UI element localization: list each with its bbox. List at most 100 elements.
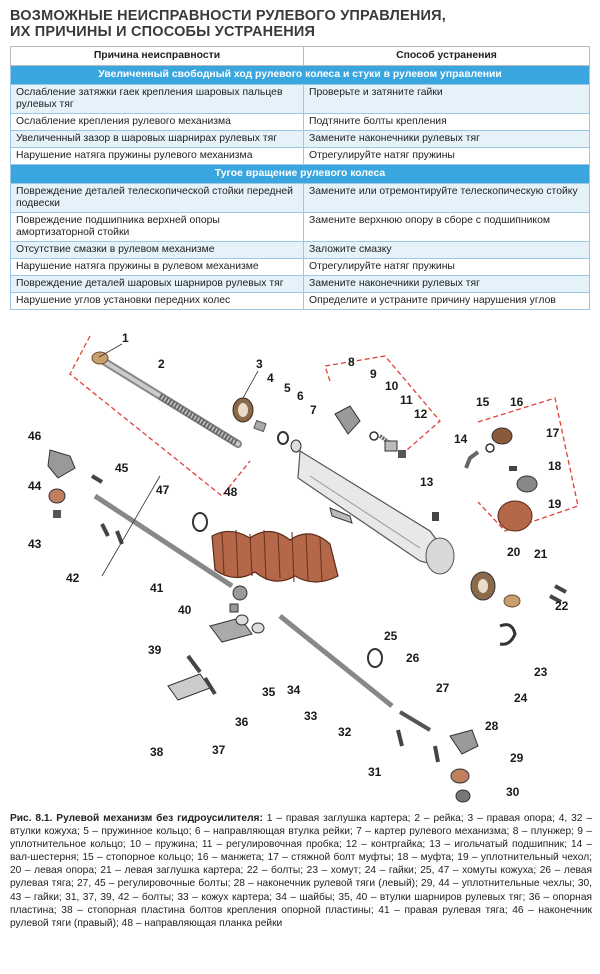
rack-bushing — [290, 439, 302, 453]
gear-housing — [297, 449, 455, 575]
plunger — [334, 405, 361, 435]
section-heading-row: Увеличенный свободный ход рулевого колес… — [10, 65, 590, 85]
o-ring — [369, 431, 379, 441]
pinion-shaft — [464, 450, 480, 469]
bolt-31-b — [433, 745, 440, 763]
figure-number: 46 — [28, 429, 42, 443]
figure-number: 44 — [28, 479, 42, 493]
cause-cell: Повреждение деталей телескопической стой… — [10, 183, 304, 213]
section-heading: Тугое вращение рулевого колеса — [10, 164, 590, 184]
leader-line — [101, 475, 161, 577]
page-title: ВОЗМОЖНЫЕ НЕИСПРАВНОСТИ РУЛЕВОГО УПРАВЛЕ… — [10, 8, 590, 40]
remedy-cell: Определите и устраните причину нарушения… — [303, 292, 590, 310]
figure-number: 29 — [510, 751, 524, 765]
figure-number: 25 — [384, 629, 398, 643]
figure-number: 14 — [454, 432, 468, 446]
washer — [251, 622, 265, 634]
remedy-cell: Замените наконечники рулевых тяг — [303, 275, 590, 293]
table-row: Нарушение натяга пружины в рулевом механ… — [10, 258, 590, 276]
remedy-cell: Проверьте и затяните гайки — [303, 84, 590, 114]
figure-number: 43 — [28, 537, 42, 551]
locknut — [398, 450, 406, 458]
bolt-31-a — [396, 729, 404, 747]
figure-number: 48 — [224, 485, 238, 499]
figure-number: 19 — [548, 497, 562, 511]
title-line-2: ИХ ПРИЧИНЫ И СПОСОБЫ УСТРАНЕНИЯ — [10, 24, 316, 40]
figure-number: 16 — [510, 395, 524, 409]
left-tie-rod-end — [449, 729, 479, 755]
left-plug — [503, 594, 521, 608]
adjusting-plug — [384, 440, 398, 452]
figure-number: 37 — [212, 743, 226, 757]
cause-cell: Нарушение натяга пружины в рулевом механ… — [10, 258, 304, 276]
bolt-42-a — [100, 523, 110, 537]
cause-cell: Ослабление затяжки гаек крепления шаровы… — [10, 84, 304, 114]
figure-number: 24 — [514, 691, 528, 705]
remedy-cell: Замените или отремонтируйте телескопичес… — [303, 183, 590, 213]
clamp — [499, 623, 517, 646]
seal — [491, 427, 513, 445]
figure-number: 30 — [506, 785, 520, 799]
adjusting-bolt — [398, 710, 432, 732]
bolt-a — [554, 584, 567, 594]
figure-number: 33 — [304, 709, 318, 723]
dashed-outline — [69, 335, 579, 532]
cause-cell: Повреждение подшипника верхней опоры амо… — [10, 212, 304, 242]
figure-number: 47 — [156, 483, 170, 497]
adjusting-bolt-45 — [90, 474, 104, 484]
table-row: Нарушение углов установки передних колес… — [10, 292, 590, 310]
figure-number: 26 — [406, 651, 420, 665]
rack — [101, 358, 242, 448]
section-heading: Увеличенный свободный ход рулевого колес… — [10, 65, 590, 85]
table-header-row: Причина неисправности Способ устранения — [10, 46, 590, 66]
figure-number: 5 — [284, 381, 291, 395]
figure-number: 1 — [122, 331, 129, 345]
cause-cell: Ослабление крепления рулевого механизма — [10, 113, 304, 131]
lock-plate — [167, 673, 211, 701]
figure-number: 36 — [235, 715, 249, 729]
figure-number: 28 — [485, 719, 499, 733]
coupling — [516, 475, 538, 493]
rack-guide-bar — [329, 507, 353, 524]
section-heading-row: Тугое вращение рулевого колеса — [10, 164, 590, 184]
figure-number: 39 — [148, 643, 162, 657]
figure-number: 4 — [267, 371, 274, 385]
right-tie-rod-eye — [232, 585, 248, 601]
joint-bushing — [229, 603, 239, 613]
remedy-cell: Замените наконечники рулевых тяг — [303, 130, 590, 148]
left-boot — [450, 768, 470, 784]
figure-number: 17 — [546, 426, 560, 440]
right-tie-rod — [93, 493, 234, 589]
remedy-cell: Замените верхнюю опору в сборе с подшипн… — [303, 212, 590, 242]
column-header-remedy: Способ устранения — [303, 46, 590, 66]
figure-number: 32 — [338, 725, 352, 739]
leader-line — [242, 370, 259, 399]
figure-number: 31 — [368, 765, 382, 779]
figure-number: 6 — [297, 389, 304, 403]
figure-number: 23 — [534, 665, 548, 679]
figure-number: 42 — [66, 571, 80, 585]
figure-number: 40 — [178, 603, 192, 617]
remedy-cell: Отрегулируйте натяг пружины — [303, 258, 590, 276]
table-row: Увеличенный зазор в шаровых шарнирах рул… — [10, 130, 590, 148]
figure-number: 13 — [420, 475, 434, 489]
figure-number: 15 — [476, 395, 490, 409]
left-support-hole — [478, 579, 488, 593]
leader-line — [98, 343, 123, 358]
figure-number: 38 — [150, 745, 164, 759]
table-row: Повреждение подшипника верхней опоры амо… — [10, 212, 590, 242]
figure-number: 34 — [287, 683, 301, 697]
nut-43 — [53, 510, 61, 518]
retaining-ring — [485, 443, 495, 453]
rack-boot — [211, 529, 339, 583]
shroud-bushing — [253, 419, 267, 433]
needle-bearing — [432, 512, 439, 521]
table-row: Повреждение деталей телескопической стой… — [10, 183, 590, 213]
cause-cell: Отсутствие смазки в рулевом механизме — [10, 241, 304, 259]
caption-text: 1 – правая заглушка картера; 2 – рейка; … — [10, 813, 592, 929]
right-tie-rod-end — [47, 449, 76, 479]
figure-number: 18 — [548, 459, 562, 473]
figure-number: 20 — [507, 545, 521, 559]
spring-ring — [277, 431, 289, 445]
